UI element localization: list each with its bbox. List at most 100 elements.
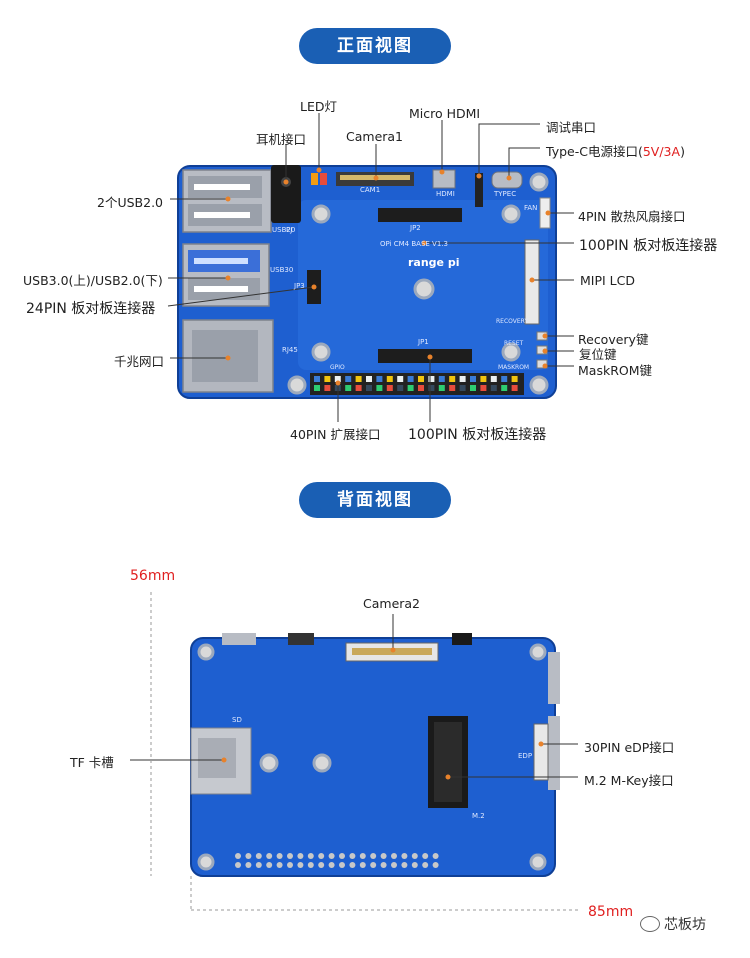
gpio-pin xyxy=(355,385,362,391)
silk-hdmi: HDMI xyxy=(436,190,455,198)
back-leader-lines xyxy=(130,614,578,780)
usb30-ports xyxy=(182,243,270,307)
back-pad xyxy=(401,862,408,868)
silk-cam1: CAM1 xyxy=(360,186,381,194)
earphone-jack xyxy=(271,165,301,223)
gpio-pin xyxy=(511,376,518,382)
gpio-pin xyxy=(324,385,331,391)
jp1-connector xyxy=(378,349,472,363)
silk-reset: RESET xyxy=(504,340,524,347)
back-pad xyxy=(359,862,366,868)
back-pad xyxy=(422,862,429,868)
label-typec: Type-C电源接口(5V/3A) xyxy=(546,144,685,159)
gpio-pin xyxy=(490,376,497,382)
gpio-pin xyxy=(459,385,466,391)
watermark-text: 芯板坊 xyxy=(664,917,706,933)
label-micro-hdmi: Micro HDMI xyxy=(409,106,481,121)
gpio-pin xyxy=(470,385,476,391)
back-pad xyxy=(339,862,345,868)
silk-typec: TYPEC xyxy=(494,190,517,198)
label-fan: 4PIN 散热风扇接口 xyxy=(578,209,686,224)
back-pad xyxy=(287,853,293,859)
label-debug-uart: 调试串口 xyxy=(546,120,597,135)
wechat-icon xyxy=(640,916,660,932)
back-pad xyxy=(401,853,408,859)
gpio-pin xyxy=(314,376,320,382)
gpio-pin xyxy=(480,385,487,391)
gpio-pin xyxy=(314,385,320,391)
gpio-pin xyxy=(376,385,383,391)
back-pad xyxy=(318,862,325,868)
gpio-pin xyxy=(449,376,456,382)
silk-m2: M.2 xyxy=(472,812,485,820)
back-pad xyxy=(328,862,335,868)
dimension-lines xyxy=(150,592,580,911)
jp2-connector xyxy=(378,208,462,222)
silk-rj45: RJ45 xyxy=(282,346,298,354)
gpio-pin xyxy=(501,385,508,391)
back-pad xyxy=(370,853,377,859)
back-pad xyxy=(255,853,262,859)
edp-connector xyxy=(533,723,549,781)
back-pad xyxy=(307,853,314,859)
gpio-pin xyxy=(428,385,435,391)
silk-sd: SD xyxy=(232,716,242,724)
label-led: LED灯 xyxy=(300,99,337,114)
back-pad xyxy=(339,853,345,859)
micro-hdmi-port xyxy=(432,169,456,189)
label-40pin: 40PIN 扩展接口 xyxy=(290,427,381,442)
back-pad xyxy=(391,862,397,868)
label-m2: M.2 M-Key接口 xyxy=(584,773,674,788)
back-pad xyxy=(411,862,418,868)
gpio-pin xyxy=(418,376,424,382)
back-pad xyxy=(391,853,397,859)
gpio-pin xyxy=(449,385,456,391)
silk-brand: range pi xyxy=(408,256,460,269)
back-pad xyxy=(266,862,273,868)
gpio-pin xyxy=(345,385,352,391)
silk-jp2: JP2 xyxy=(410,224,421,232)
back-pad xyxy=(235,853,241,859)
label-tf-slot: TF 卡槽 xyxy=(70,755,114,770)
back-pad xyxy=(422,853,429,859)
label-ethernet: 千兆网口 xyxy=(114,354,165,369)
gpio-pin xyxy=(376,376,383,382)
back-pad xyxy=(297,862,304,868)
silk-jp1: JP1 xyxy=(418,338,429,346)
gpio-pin xyxy=(418,385,424,391)
back-pad xyxy=(255,862,262,868)
gpio-pin xyxy=(480,376,487,382)
dimension-height: 56mm xyxy=(130,568,176,584)
label-usb20: 2个USB2.0 xyxy=(97,195,163,210)
back-pad xyxy=(432,853,439,859)
label-camera2: Camera2 xyxy=(363,596,421,611)
back-pad xyxy=(370,862,377,868)
gpio-pin xyxy=(397,376,404,382)
gpio-pin xyxy=(459,376,466,382)
back-pad xyxy=(297,853,304,859)
label-camera1: Camera1 xyxy=(346,129,404,144)
back-pad xyxy=(432,862,439,868)
gpio-pin xyxy=(407,385,414,391)
silk-board-name: OPi CM4 BASE V1.3 xyxy=(380,240,448,248)
label-maskrom: MaskROM键 xyxy=(578,363,653,378)
gpio-pin xyxy=(407,376,414,382)
gpio-pin xyxy=(428,376,435,382)
back-pad xyxy=(235,862,241,868)
label-edp: 30PIN eDP接口 xyxy=(584,740,675,755)
front-view-title: 正面视图 xyxy=(299,28,451,64)
gpio-pin xyxy=(490,385,497,391)
front-leader-lines xyxy=(167,113,574,422)
back-pad xyxy=(276,853,283,859)
label-mipi-lcd: MIPI LCD xyxy=(580,273,635,288)
gpio-pin xyxy=(386,376,393,382)
silk-recovery: RECOVERY xyxy=(496,318,529,325)
back-pad xyxy=(328,853,335,859)
back-board xyxy=(190,633,560,877)
back-pad xyxy=(276,862,283,868)
silk-gpio: GPIO xyxy=(330,364,345,371)
back-pad xyxy=(349,862,356,868)
typec-power-rating: 5V/3A xyxy=(642,144,681,159)
gpio-pin xyxy=(470,376,476,382)
silk-usb30: USB30 xyxy=(270,266,294,274)
